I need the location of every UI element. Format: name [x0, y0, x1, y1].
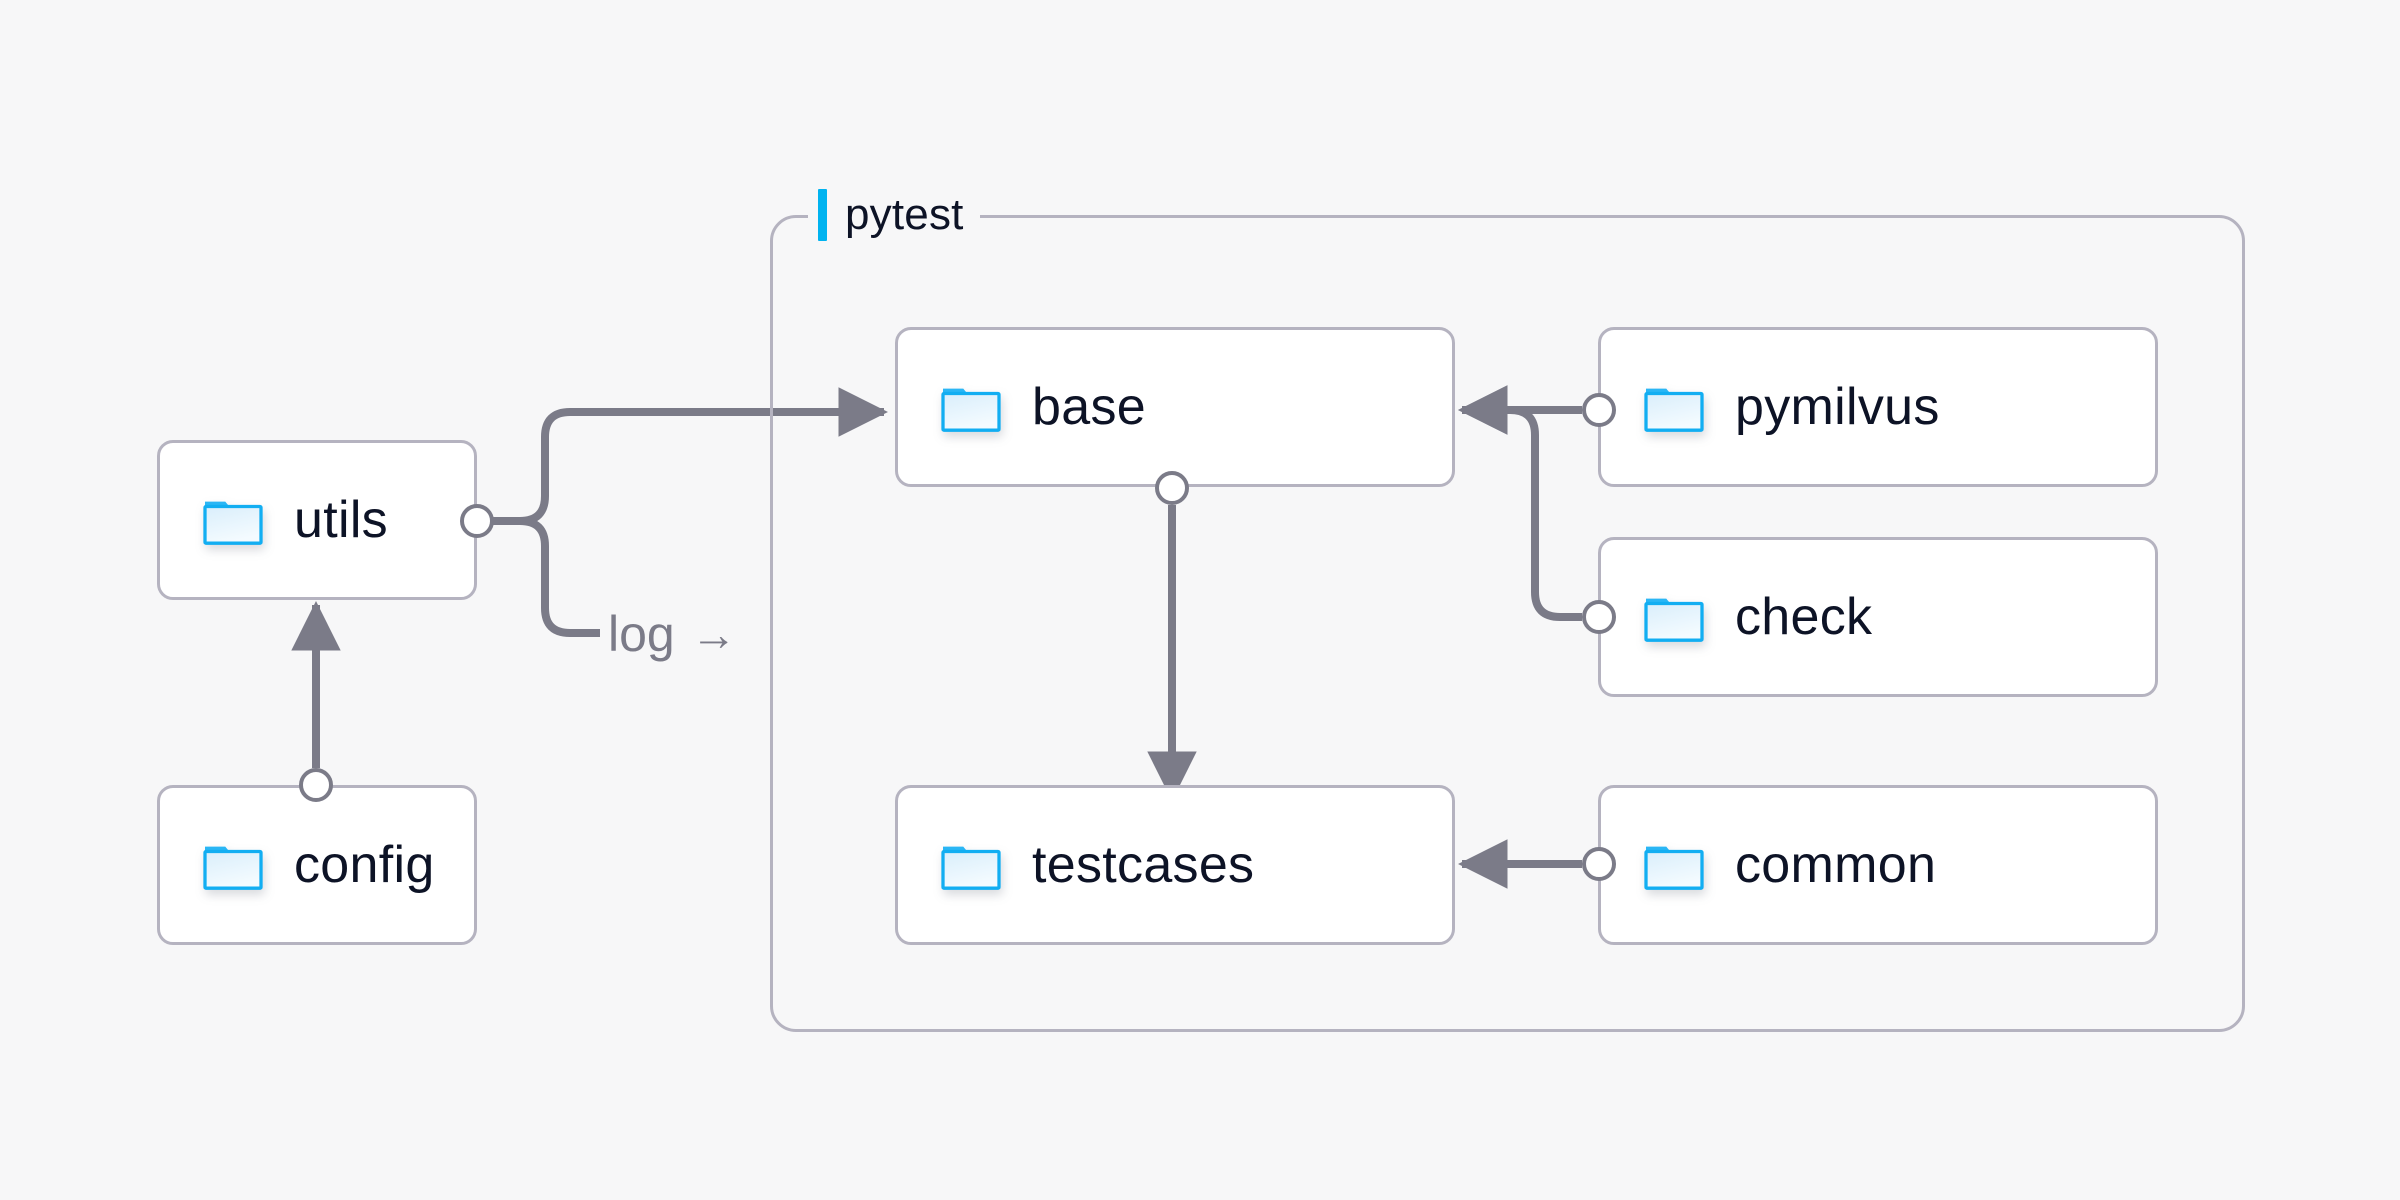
node-label: utils	[294, 491, 388, 549]
wire-utils-to-log	[519, 517, 600, 637]
group-accent-bar	[818, 189, 827, 241]
node-label: check	[1735, 588, 1873, 646]
folder-icon	[203, 846, 263, 890]
port-check-left[interactable]	[1582, 600, 1616, 634]
group-pytest-label: pytest	[808, 187, 980, 243]
node-label: pymilvus	[1735, 378, 1940, 436]
node-label: base	[1032, 378, 1146, 436]
folder-icon	[1644, 598, 1704, 642]
node-label: common	[1735, 836, 1937, 894]
node-testcases[interactable]: testcases	[895, 785, 1455, 945]
folder-icon	[941, 846, 1001, 890]
arrow-right-icon: →	[690, 608, 737, 660]
node-config[interactable]: config	[157, 785, 477, 945]
node-base[interactable]: base	[895, 327, 1455, 487]
port-utils-right[interactable]	[460, 504, 494, 538]
folder-icon	[203, 501, 263, 545]
group-pytest[interactable]	[770, 215, 2245, 1032]
node-check[interactable]: check	[1598, 537, 2158, 697]
node-utils[interactable]: utils	[157, 440, 477, 600]
folder-icon	[1644, 388, 1704, 432]
folder-icon	[941, 388, 1001, 432]
port-base-bottom[interactable]	[1155, 471, 1189, 505]
port-config-top[interactable]	[299, 768, 333, 802]
folder-icon	[1644, 846, 1704, 890]
edge-label-log-text: log	[608, 606, 675, 662]
node-label: testcases	[1032, 836, 1255, 894]
port-pymilvus-left[interactable]	[1582, 393, 1616, 427]
group-title: pytest	[845, 190, 964, 239]
node-common[interactable]: common	[1598, 785, 2158, 945]
port-common-left[interactable]	[1582, 847, 1616, 881]
node-pymilvus[interactable]: pymilvus	[1598, 327, 2158, 487]
edge-label-log: log →	[608, 605, 737, 663]
node-label: config	[294, 836, 435, 894]
